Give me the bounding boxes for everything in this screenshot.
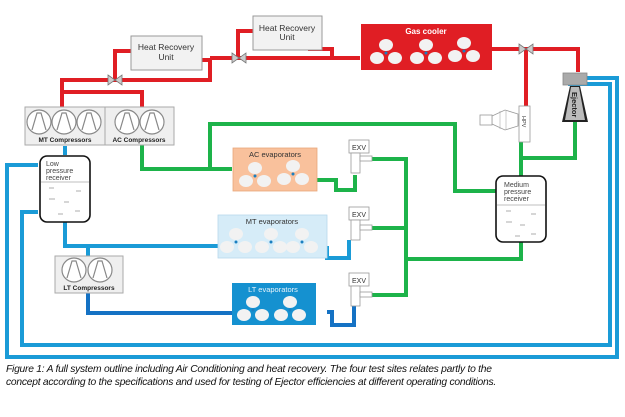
ac-evaporators: AC evaporators [232, 147, 318, 192]
mp-receiver-line1: Medium [504, 182, 529, 189]
exv-valve-lt: EXV [348, 272, 373, 307]
mt-evaporators: MT evaporators [217, 214, 328, 259]
figure-caption: Figure 1: A full system outline includin… [6, 363, 621, 389]
lt-compressors: LT Compressors [54, 255, 124, 294]
mt-compressors: MT Compressors [24, 106, 106, 146]
exv-valve-ac: EXV [348, 139, 373, 174]
lt-evaporators-label: LT evaporators [248, 285, 298, 294]
ac-compressors-label: AC Compressors [112, 137, 165, 144]
lp-receiver-line1: Low [46, 161, 60, 168]
mp-receiver-line3: receiver [504, 196, 530, 203]
lp-receiver-line2: pressure [46, 168, 73, 175]
compressor-icon [87, 257, 113, 283]
mp-receiver-line2: pressure [504, 189, 531, 196]
ac-evaporators-label: AC evaporators [249, 150, 301, 159]
heat-recovery-1-line1: Heat Recovery [138, 42, 195, 52]
heat-recovery-1-line2: Unit [158, 52, 174, 62]
ejector: Ejector [562, 72, 588, 122]
three-way-valve-3 [518, 43, 534, 55]
heat-recovery-2-line1: Heat Recovery [259, 23, 316, 33]
medium-pressure-receiver: Medium pressure receiver [495, 175, 547, 243]
ejector-label: Ejector [570, 92, 579, 118]
low-pressure-receiver: Low pressure receiver [39, 155, 91, 223]
hpv-label: HPV [520, 116, 526, 128]
compressor-icon [26, 109, 52, 135]
compressor-icon [51, 109, 77, 135]
exv-valve-mt: EXV [348, 206, 373, 241]
heat-recovery-unit-2: Heat Recovery Unit [252, 15, 323, 51]
compressor-icon [76, 109, 102, 135]
lp-receiver-line3: receiver [46, 175, 72, 182]
three-way-valve-2 [231, 52, 247, 64]
ac-compressors: AC Compressors [104, 106, 175, 146]
exv-label: EXV [352, 145, 366, 152]
three-way-valve-1 [107, 74, 123, 86]
medium-pressure-lines [140, 120, 577, 297]
heat-recovery-2-line2: Unit [279, 32, 295, 42]
compressor-icon [61, 257, 87, 283]
exv-label: EXV [352, 212, 366, 219]
lt-evaporators: LT evaporators [232, 283, 316, 325]
caption-line-1: Figure 1: A full system outline includin… [6, 364, 492, 375]
compressor-icon [139, 109, 165, 135]
mt-compressors-label: MT Compressors [38, 137, 91, 144]
lt-compressors-label: LT Compressors [63, 285, 115, 292]
mt-evaporators-label: MT evaporators [246, 217, 299, 226]
compressor-icon [114, 109, 140, 135]
hpv-valve: HPV [479, 105, 531, 143]
gas-cooler-label: Gas cooler [405, 27, 446, 36]
exv-label: EXV [352, 278, 366, 285]
caption-line-2: concept according to the specifications … [6, 377, 496, 388]
heat-recovery-unit-1: Heat Recovery Unit [130, 35, 203, 71]
gas-cooler: Gas cooler [361, 24, 492, 70]
lt-lines [86, 292, 356, 327]
